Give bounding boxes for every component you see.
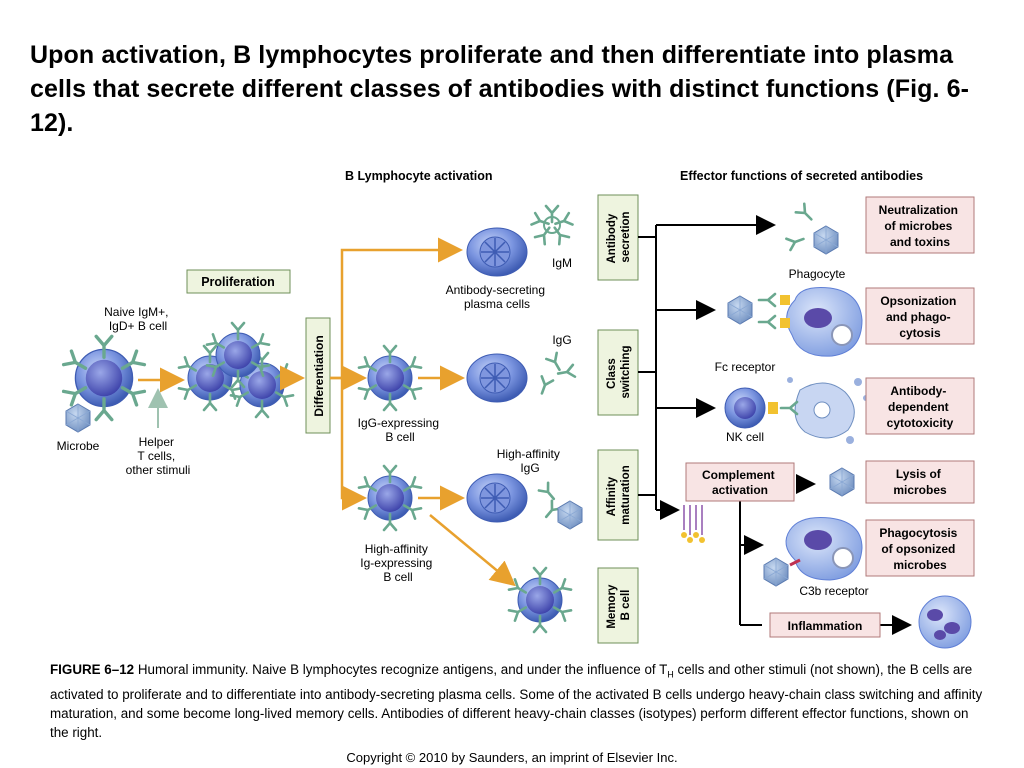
igg-b-cell bbox=[359, 346, 421, 410]
effector-connectors bbox=[638, 215, 912, 635]
nk-cell bbox=[724, 387, 778, 429]
stage-memory-b-cell: Memory B cell bbox=[597, 567, 639, 644]
c3b-receptor-label: C3b receptor bbox=[799, 584, 868, 598]
svg-text:Affinity maturation: Affinity maturation bbox=[606, 465, 632, 524]
svg-text:Phagocytosis of opsonize: Phagocytosis of opsonized microbes bbox=[879, 526, 960, 572]
igm-plasma-cell bbox=[466, 227, 528, 277]
phagocyte-cell bbox=[786, 287, 863, 357]
inflammation-box bbox=[769, 612, 881, 638]
igm-pentamer bbox=[530, 204, 574, 246]
stage-affinity-maturation: Affinity maturation bbox=[597, 449, 639, 541]
memory-b-cell bbox=[509, 568, 571, 632]
figure-caption: FIGURE 6–12 Humoral immunity. Naive B ly… bbox=[50, 660, 990, 742]
high-affinity-igg-label: High-affinity IgG bbox=[497, 447, 563, 475]
svg-text:Class switching: Class switching bbox=[606, 345, 632, 398]
igg-antibodies bbox=[534, 351, 577, 397]
microbe-label: Microbe bbox=[57, 439, 100, 453]
high-affinity-b-cell bbox=[359, 466, 421, 530]
naive-b-cell-label: Naive IgM+, IgD+ B cell bbox=[104, 305, 172, 333]
phagocyte-label: Phagocyte bbox=[789, 267, 846, 281]
complement-box bbox=[685, 462, 795, 502]
header-b-activation: B Lymphocyte activation bbox=[345, 169, 493, 183]
proliferation-label: Proliferation bbox=[201, 275, 275, 289]
igg-label: IgG bbox=[552, 333, 571, 347]
svg-text:Antibody secretion: Antibody secretion bbox=[606, 210, 632, 263]
effect-phagocytosis: Phagocytosis of opsonized microbes bbox=[865, 519, 975, 577]
plasma-cells-label: Antibody-secreting plasma cells bbox=[446, 283, 549, 311]
svg-text:Neutralization of microb: Neutralization of microbes and toxins bbox=[879, 203, 962, 249]
fc-receptor-label: Fc receptor bbox=[715, 360, 776, 374]
caption-text-2: cells and other stimuli (not shown), the… bbox=[50, 662, 983, 740]
svg-text:Opsonization and phago-: Opsonization and phago- cytosis bbox=[880, 294, 959, 340]
neutralization-illustration bbox=[785, 202, 839, 255]
differentiation-box bbox=[305, 317, 331, 434]
target-cell-apoptotic bbox=[779, 377, 869, 444]
svg-text:Antibody- dependent: Antibody- dependent cytotoxicity bbox=[887, 384, 954, 430]
high-affinity-b-cell-label: High-affinity Ig-expressing B cell bbox=[360, 542, 435, 584]
proliferation-box bbox=[186, 269, 291, 294]
slide-title: Upon activation, B lymphocytes prolifera… bbox=[30, 41, 970, 137]
effect-neutralization: Neutralization of microbes and toxins bbox=[865, 196, 975, 254]
stage-antibody-secretion: Antibody secretion bbox=[597, 194, 639, 281]
high-affinity-igg bbox=[537, 481, 583, 530]
complement-proteins bbox=[681, 505, 705, 543]
c3b-opsonized-microbe bbox=[763, 557, 801, 587]
effect-adcc: Antibody- dependent cytotoxicity bbox=[865, 377, 975, 435]
effect-lysis: Lysis of microbes bbox=[865, 460, 975, 504]
differentiation-label: Differentiation bbox=[312, 335, 326, 416]
lysed-microbe bbox=[829, 467, 855, 497]
phagocyte-c3b bbox=[785, 517, 863, 581]
igm-label: IgM bbox=[552, 256, 572, 270]
proliferating-cells bbox=[179, 323, 293, 417]
helper-label: Helper T cells, other stimuli bbox=[126, 435, 191, 477]
igg-b-cell-label: IgG-expressing B cell bbox=[358, 416, 443, 444]
igg-plasma-cell bbox=[466, 353, 528, 403]
nk-cell-label: NK cell bbox=[726, 430, 764, 444]
complement-label: Complement activation bbox=[702, 468, 778, 497]
high-affinity-plasma-cell bbox=[466, 473, 528, 523]
header-effector-functions: Effector functions of secreted antibodie… bbox=[680, 169, 923, 183]
svg-text:Lysis of microbes: Lysis of microbes bbox=[893, 467, 947, 497]
humoral-immunity-diagram: B Lymphocyte activation Effector functio… bbox=[57, 169, 975, 649]
caption-text-1: Humoral immunity. Naive B lymphocytes re… bbox=[134, 662, 668, 677]
microbe-icon bbox=[65, 403, 91, 433]
effect-opsonization: Opsonization and phago- cytosis bbox=[865, 287, 975, 345]
stage-class-switching: Class switching bbox=[597, 329, 639, 416]
inflammatory-cell bbox=[918, 595, 972, 649]
copyright-notice: Copyright © 2010 by Saunders, an imprint… bbox=[346, 750, 678, 765]
caption-lead: FIGURE 6–12 bbox=[50, 662, 135, 677]
opsonized-microbe bbox=[727, 292, 790, 330]
svg-text:Memory B cell: Memory B cell bbox=[606, 581, 632, 628]
inflammation-label: Inflammation bbox=[788, 619, 863, 633]
caption-subscript: H bbox=[667, 669, 674, 680]
